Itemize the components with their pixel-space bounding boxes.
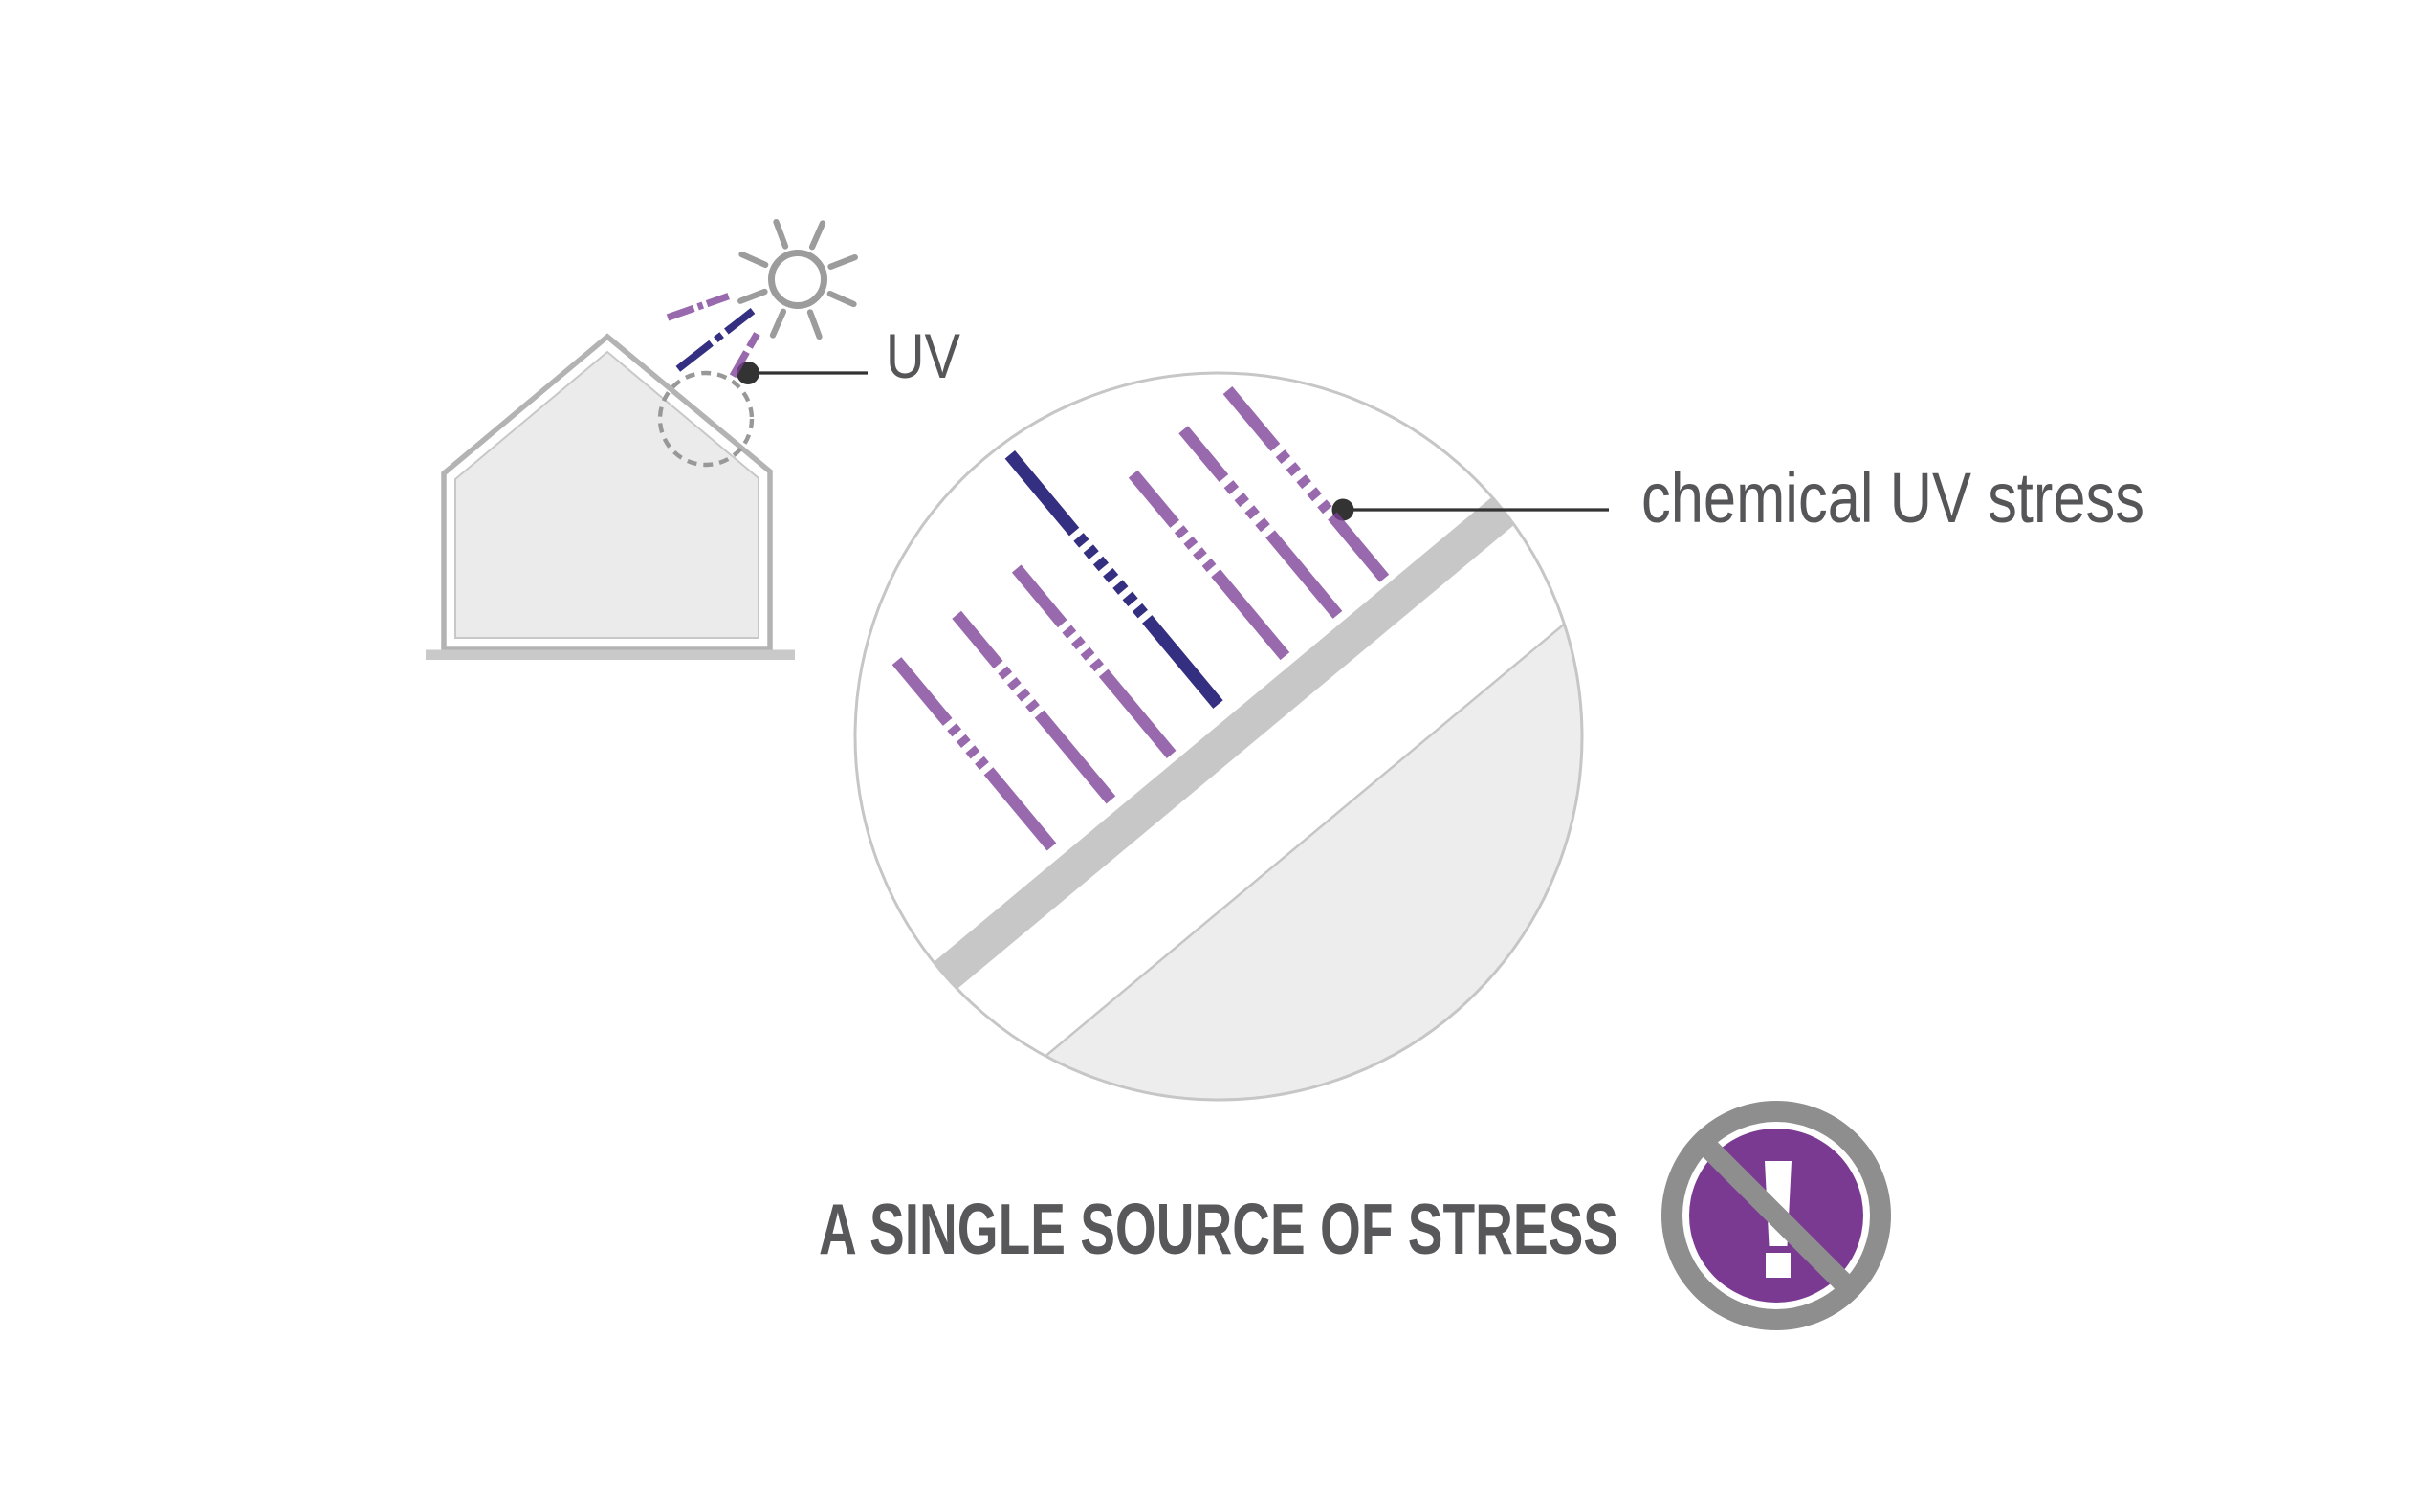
svg-text:chemical UV stress: chemical UV stress [1641,458,2144,537]
svg-text:A SINGLE SOURCE OF STRESS: A SINGLE SOURCE OF STRESS [819,1189,1618,1269]
svg-text:UV: UV [886,320,960,391]
